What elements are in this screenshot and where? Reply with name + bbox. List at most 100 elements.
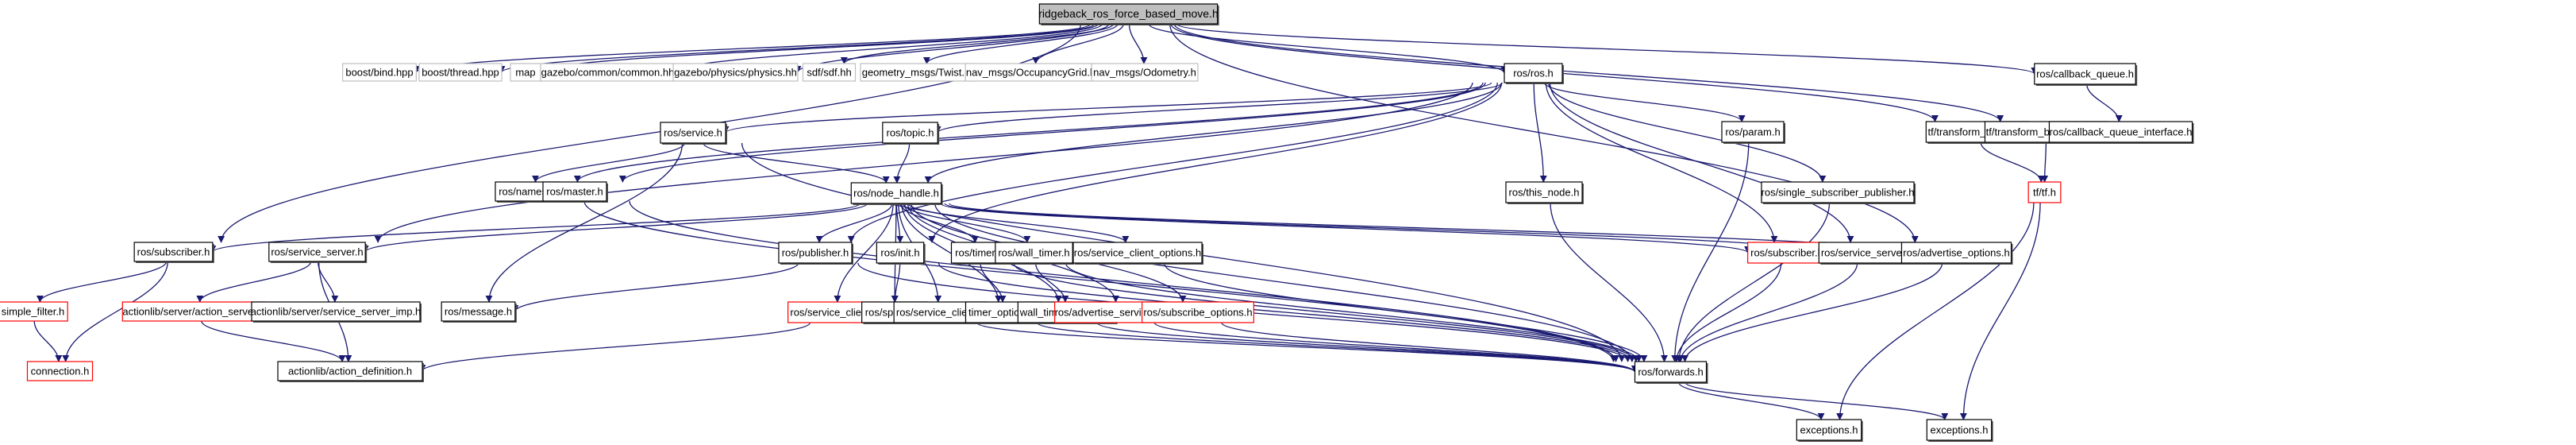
edge-service_client_options-to-ros_forwards (1163, 262, 1648, 362)
edge-node_handle-to-ros_service_server_l (361, 203, 868, 253)
edge-root-to-sdf (840, 23, 1115, 64)
edge-node_handle-to-ros_wall_timer (903, 203, 1031, 243)
node-label: ros/advertise_options.h (1903, 247, 2009, 259)
edge-ros_service-to-ros_message (485, 142, 683, 303)
node-service-server-imp[interactable]: actionlib/server/service_server_imp.h (251, 301, 422, 323)
node-box (1721, 121, 1785, 143)
node-action-definition[interactable]: actionlib/action_definition.h (277, 361, 424, 382)
node-label: ros/service_client_options.h (1074, 247, 1201, 259)
edge-single_sub_pub-to-ros_forwards (1675, 202, 1831, 362)
node-advertise-options[interactable]: ros/advertise_options.h (1900, 242, 2013, 265)
edge-ros_ros-to-ros_names (574, 82, 1484, 183)
edge-ros_ros-to-ros_service_server_l (374, 82, 1473, 243)
node-label: gazebo/physics/physics.hh (674, 67, 797, 79)
node-box (26, 361, 94, 381)
node-ros-ros[interactable]: ros/ros.h (1504, 63, 1564, 84)
node-ros-subscriber-r[interactable]: ros/subscriber.h (1747, 242, 1827, 264)
node-ros-init[interactable]: ros/init.h (876, 242, 926, 265)
node-label: nav_msgs/OccupancyGrid.h (966, 67, 1095, 79)
node-label: boost/bind.hpp (345, 67, 413, 79)
node-box (1072, 242, 1203, 264)
node-ros-message[interactable]: ros/message.h (441, 301, 517, 323)
node-label: gazebo/common/common.hh (541, 67, 675, 79)
node-label: ros/service_server.h (271, 246, 363, 258)
node-label: exceptions.h (1931, 424, 1989, 436)
node-label: ros/topic.h (887, 127, 934, 139)
node-box (1504, 63, 1563, 83)
edge-root-to-occgrid (1032, 23, 1124, 64)
node-action-server[interactable]: actionlib/server/action_server.h (121, 301, 266, 322)
node-label: actionlib/action_definition.h (288, 366, 412, 377)
edge-ros_wall_timer-to-ros_forwards (1065, 262, 1642, 362)
node-ros-service-server-r[interactable]: ros/service_server.h (1818, 242, 1917, 265)
node-callback-queue-iface[interactable]: ros/callback_queue_interface.h (2048, 121, 2194, 144)
node-label: actionlib/server/service_server_imp.h (251, 306, 422, 318)
edge-ros_ros-to-ros_publisher (847, 82, 1498, 243)
node-tf-tf[interactable]: tf/tf.h (2027, 181, 2062, 203)
node-label: ros/service_server.h (1821, 247, 1913, 259)
edge-ros_names-to-ros_forwards (583, 200, 1617, 362)
node-callback-queue[interactable]: ros/callback_queue.h (2034, 63, 2138, 86)
node-ros-service[interactable]: ros/service.h (660, 122, 728, 145)
node-ros-publisher[interactable]: ros/publisher.h (778, 242, 854, 265)
edge-ros_ros-to-node_handle (924, 82, 1503, 184)
edge-node_handle-to-service_client_red (834, 203, 894, 303)
node-box (778, 242, 853, 264)
edge-advertise_service_options-to-ros_forwards (1153, 322, 1638, 373)
node-ros-topic[interactable]: ros/topic.h (882, 122, 940, 145)
edge-ros_ros-to-single_sub_pub (1548, 82, 1827, 183)
edge-root-to-advertise_options (1169, 23, 1919, 243)
edge-ros_timer-to-ros_forwards (1013, 262, 1640, 362)
node-label: boost/thread.hpp (422, 67, 499, 79)
node-label: ros/publisher.h (782, 247, 849, 259)
node-label: ros/single_subscriber_publisher.h (1762, 187, 1915, 199)
node-ros-master[interactable]: ros/master.h (542, 181, 609, 203)
node-ros-service-server-l[interactable]: ros/service_server.h (268, 242, 368, 263)
node-label: ros/init.h (880, 247, 919, 259)
node-label: ros/this_node.h (1509, 187, 1580, 199)
edge-ros_publisher-to-ros_message (511, 262, 799, 312)
edge-tf_tf-to-exceptions_a (1836, 202, 2035, 420)
node-subscribe-options[interactable]: ros/subscribe_options.h (1142, 301, 1254, 323)
node-label: ros/param.h (1725, 126, 1780, 138)
node-boost-thread: boost/thread.hpp (418, 63, 502, 82)
edge-action_server-to-action_definition (201, 320, 346, 362)
node-box (1796, 419, 1862, 441)
node-connection[interactable]: connection.h (26, 361, 94, 381)
node-box (277, 361, 423, 381)
node-simple-filter[interactable]: simple_filter.h (0, 301, 68, 322)
node-box (672, 63, 799, 82)
node-sdf: sdf/sdf.hh (802, 63, 857, 82)
edges-layer (33, 23, 2123, 420)
node-ros-wall-timer[interactable]: ros/wall_timer.h (995, 242, 1075, 265)
node-exceptions-b[interactable]: exceptions.h (1926, 419, 1993, 442)
node-box (882, 122, 938, 144)
node-ros-subscriber-l[interactable]: ros/subscriber.h (133, 242, 214, 263)
node-root[interactable]: ridgeback_ros_force_based_move.h (1038, 3, 1219, 25)
edge-ros_service_server_l-to-action_server (196, 261, 312, 303)
node-ros-forwards[interactable]: ros/forwards.h (1634, 361, 1708, 384)
node-node-handle[interactable]: ros/node_handle.h (850, 182, 943, 205)
node-box (251, 301, 421, 322)
node-label: ridgeback_ros_force_based_move.h (1038, 7, 1218, 20)
node-label: sdf/sdf.hh (807, 67, 851, 79)
node-box (2048, 121, 2193, 143)
node-box (542, 181, 607, 202)
node-box (268, 242, 366, 262)
node-label: ros/subscribe_options.h (1143, 307, 1252, 319)
node-label: actionlib/server/action_server.h (122, 306, 264, 318)
edge-root-to-callback_queue (1176, 23, 2038, 75)
edge-ros_init-to-ros_spinner (891, 262, 901, 303)
edge-tf_broadcaster-to-tf_tf (2041, 141, 2049, 183)
node-exceptions-a[interactable]: exceptions.h (1796, 419, 1863, 442)
node-ros-param[interactable]: ros/param.h (1721, 121, 1786, 144)
node-label: ros/message.h (445, 306, 512, 318)
node-label: ros/callback_queue.h (2036, 68, 2134, 80)
edge-ros_master-to-ros_forwards (629, 200, 1619, 362)
node-service-client-options[interactable]: ros/service_client_options.h (1072, 242, 1204, 265)
node-single-sub-pub[interactable]: ros/single_subscriber_publisher.h (1761, 181, 1916, 204)
node-this-node[interactable]: ros/this_node.h (1505, 181, 1584, 204)
edge-ros_service-to-node_handle (703, 142, 890, 184)
edge-node_handle-to-ros_forwards (934, 203, 1636, 362)
node-label: connection.h (31, 366, 90, 377)
